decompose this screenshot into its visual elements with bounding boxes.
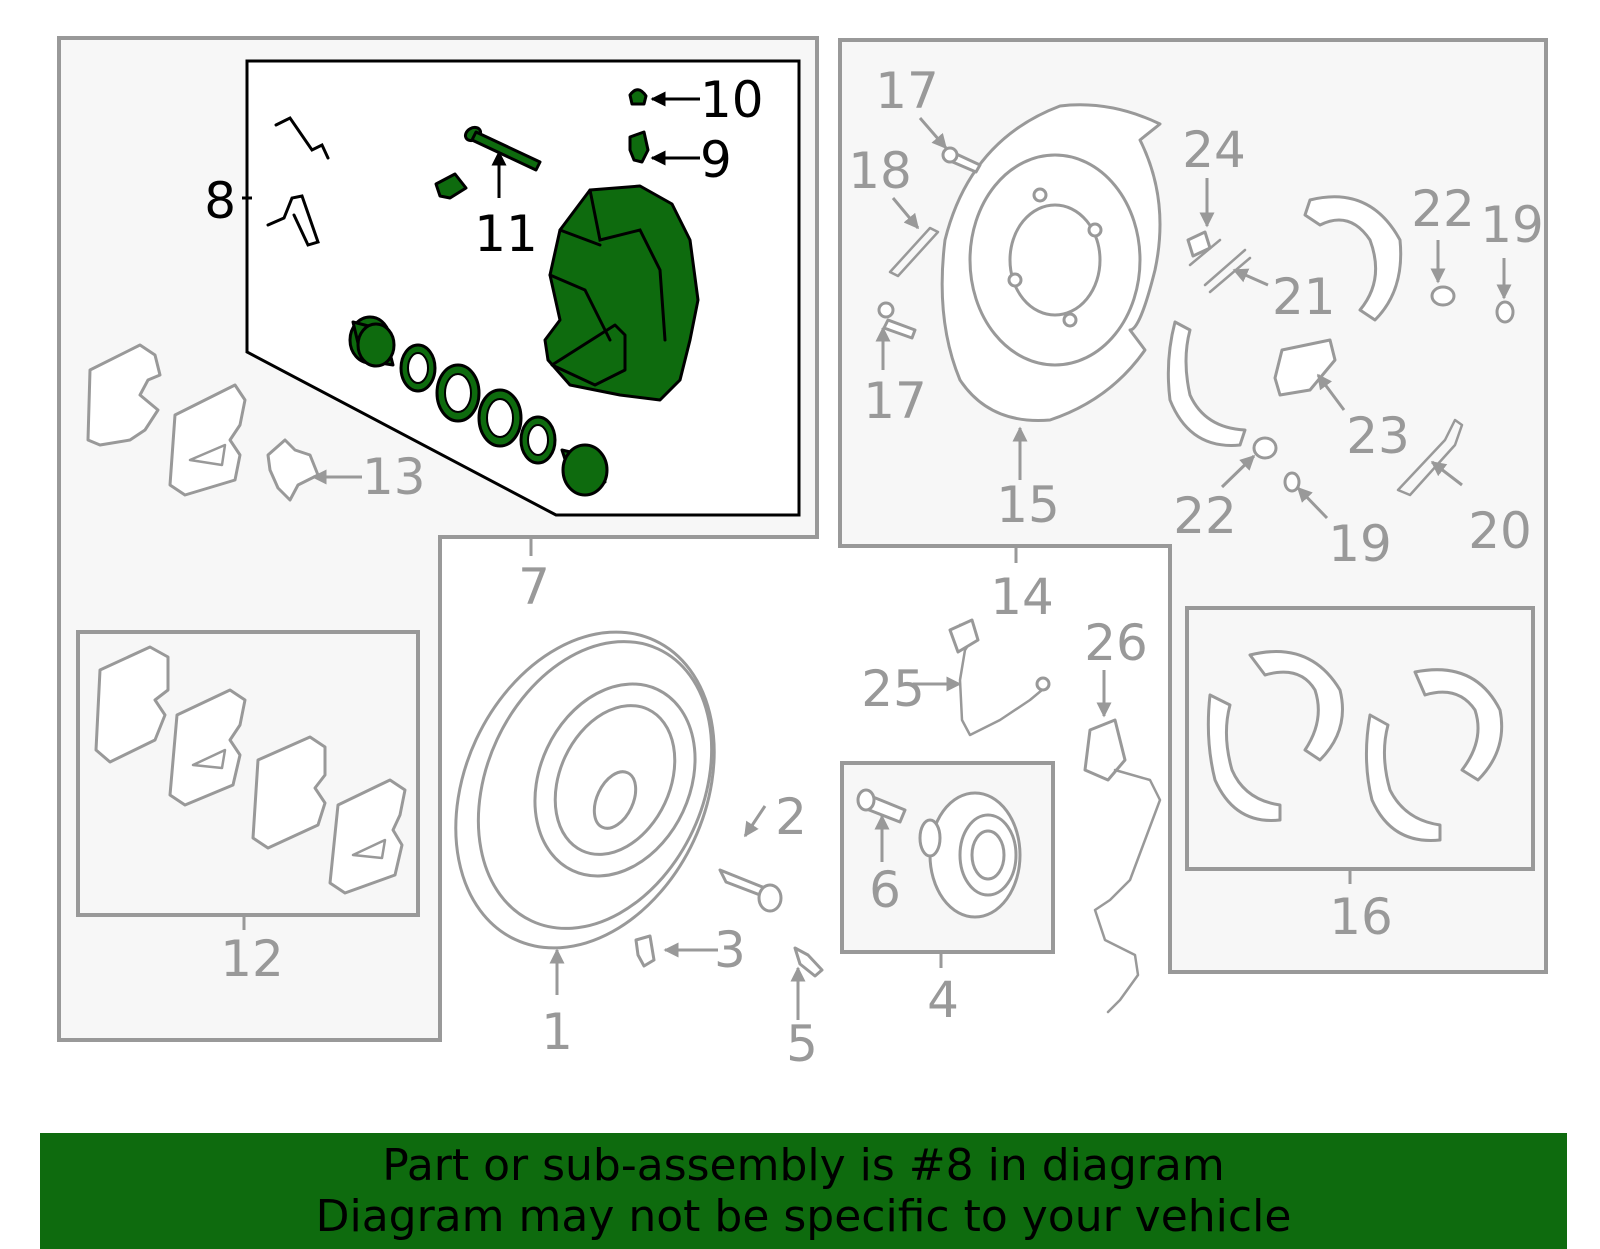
parking-shoe-lower <box>1166 320 1247 447</box>
caliper-kit-outline <box>245 59 801 517</box>
callout-14: 14 <box>990 568 1054 626</box>
parking-brake-lever <box>1273 338 1337 397</box>
callout-5: 5 <box>786 1015 818 1073</box>
guide-pin <box>718 868 783 913</box>
parking-shoe-upper <box>1303 195 1403 322</box>
banner-line-1: Part or sub-assembly is #8 in diagram <box>382 1140 1225 1191</box>
info-banner: Part or sub-assembly is #8 in diagram Di… <box>40 1133 1567 1249</box>
callout-3: 3 <box>714 921 746 979</box>
callout-19-bottom: 19 <box>1328 515 1392 573</box>
callout-6: 6 <box>869 861 901 919</box>
callout-9: 9 <box>700 131 732 189</box>
bolt-17b <box>877 301 917 340</box>
callout-7: 7 <box>518 558 550 616</box>
callout-25: 25 <box>861 660 925 718</box>
banner-line-2: Diagram may not be specific to your vehi… <box>315 1191 1292 1242</box>
callout-23: 23 <box>1346 407 1410 465</box>
callout-8: 8 <box>204 172 236 230</box>
bracket-clips <box>266 116 330 247</box>
brake-pads-loose <box>86 343 320 502</box>
brake-hose <box>948 618 1051 737</box>
parking-cable-bracket <box>1396 418 1464 497</box>
callout-20: 20 <box>1468 502 1532 560</box>
callout-26: 26 <box>1084 614 1148 672</box>
callout-22-bottom: 22 <box>1173 487 1237 545</box>
callout-19-top: 19 <box>1480 196 1544 254</box>
callout-18: 18 <box>848 142 912 200</box>
hub-bolt <box>793 946 824 978</box>
bleeder-screw <box>628 130 650 164</box>
brake-pads-set <box>94 645 407 895</box>
callout-17-bottom: 17 <box>863 372 927 430</box>
wheel-hub <box>918 791 1022 919</box>
callout-15: 15 <box>996 476 1060 534</box>
abs-sensor <box>1083 718 1162 1014</box>
callout-16: 16 <box>1329 888 1393 946</box>
brake-rotor <box>454 630 716 950</box>
callout-1: 1 <box>541 1003 573 1061</box>
bleeder-cap <box>628 88 648 106</box>
callout-11: 11 <box>474 205 538 263</box>
callout-13: 13 <box>362 448 426 506</box>
callout-21: 21 <box>1272 268 1336 326</box>
piston-seal-kit <box>348 315 609 497</box>
washer-22b <box>1252 436 1278 460</box>
callout-17-top: 17 <box>875 62 939 120</box>
caliper-body <box>543 184 700 402</box>
adjuster-spring <box>888 226 940 278</box>
callout-24: 24 <box>1182 121 1246 179</box>
backing-plate <box>940 103 1162 422</box>
hub-stud <box>856 788 907 824</box>
adjuster-hardware <box>1186 230 1252 294</box>
shoe-set-box <box>1185 606 1535 871</box>
rotor-screw <box>634 934 656 968</box>
parking-shoe-set <box>1206 650 1504 842</box>
callout-12: 12 <box>220 930 284 988</box>
bolt-17a <box>941 146 982 174</box>
clip-19a <box>1495 300 1515 324</box>
callout-2: 2 <box>775 788 807 846</box>
clip-19b <box>1283 471 1301 493</box>
callout-10: 10 <box>700 71 764 129</box>
callout-4: 4 <box>927 971 959 1029</box>
callout-22-top: 22 <box>1411 180 1475 238</box>
washer-22a <box>1430 285 1456 307</box>
